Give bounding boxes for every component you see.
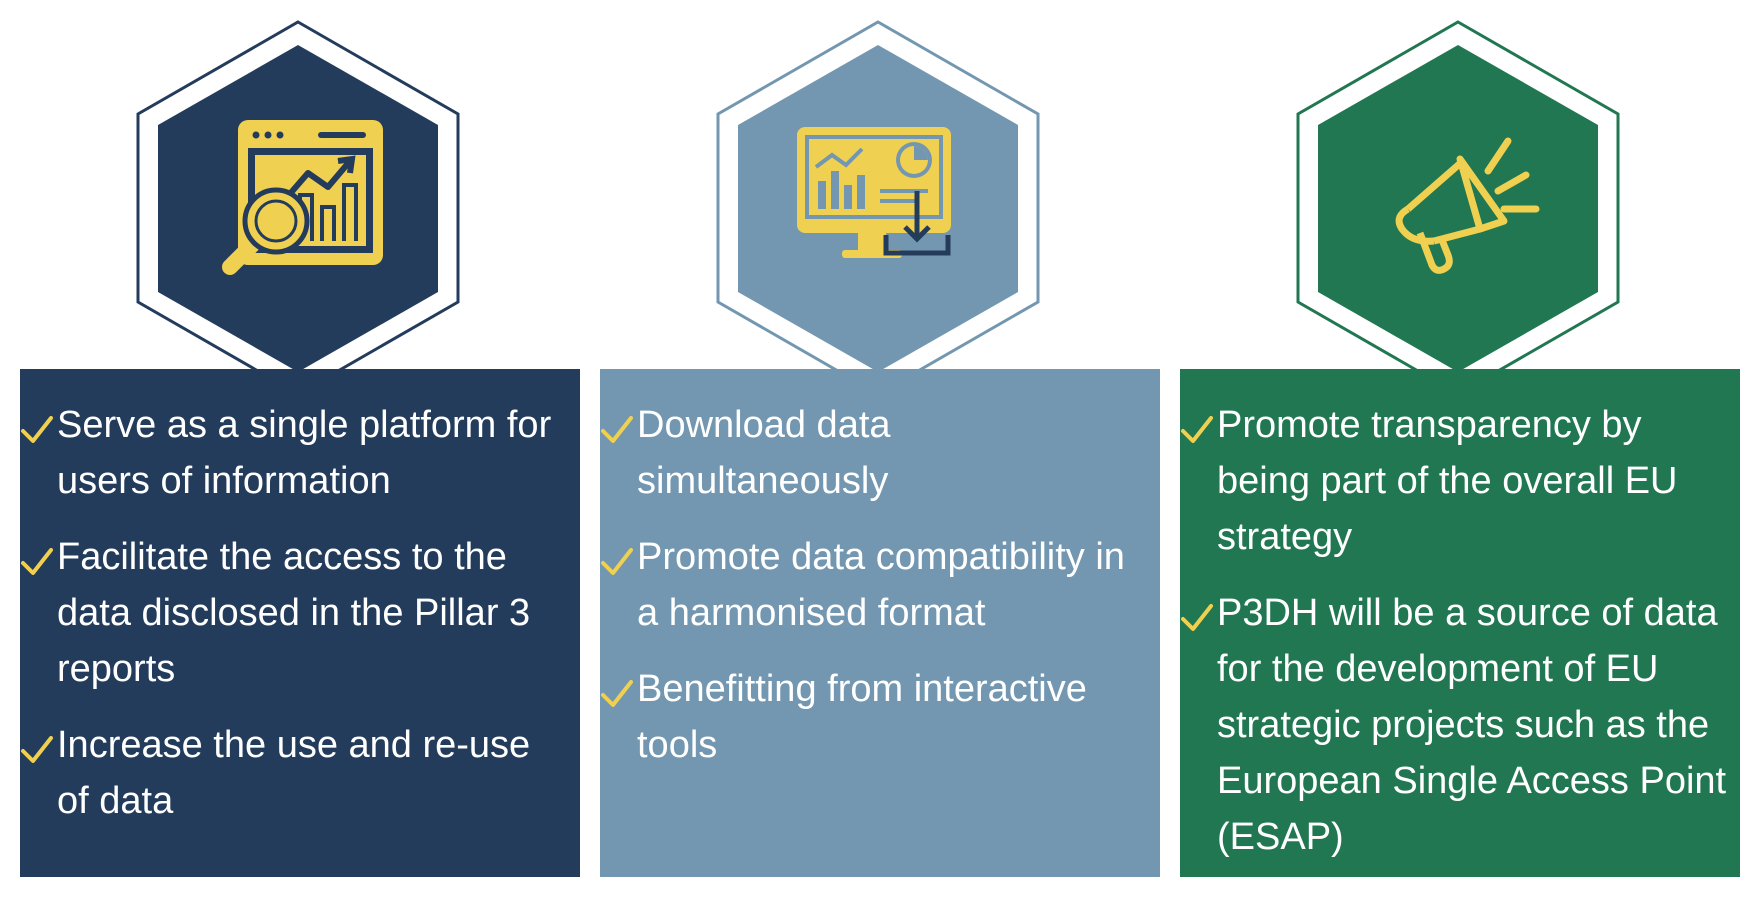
hexagon-shape: [1296, 20, 1620, 380]
list-item: Promote transparency by being part of th…: [1180, 397, 1732, 565]
checkmark-icon: [1181, 416, 1213, 443]
list-item: Benefitting from interactive tools: [600, 661, 1152, 773]
list-item-text: P3DH will be a source of data for the de…: [1217, 592, 1727, 858]
list-item-text: Increase the use and re-use of data: [57, 724, 531, 822]
benefits-list: Download data simultaneously Promote dat…: [600, 397, 1152, 773]
checkmark-icon: [21, 548, 53, 575]
column-transparency: Promote transparency by being part of th…: [1180, 0, 1740, 898]
web-analytics-magnifier-icon: [200, 105, 400, 305]
hexagon-badge: [600, 0, 1160, 380]
column-download-data: Download data simultaneously Promote dat…: [600, 0, 1160, 898]
list-item: P3DH will be a source of data for the de…: [1180, 585, 1732, 865]
column-single-platform: Serve as a single platform for users of …: [20, 0, 580, 898]
list-item-text: Benefitting from interactive tools: [637, 668, 1087, 766]
hexagon-badge: [1180, 0, 1740, 380]
monitor-download-dashboard-icon: [780, 105, 980, 305]
list-item: Facilitate the access to the data disclo…: [20, 529, 572, 697]
list-item-text: Promote data compatibility in a harmonis…: [637, 536, 1125, 634]
benefits-panel: Download data simultaneously Promote dat…: [600, 369, 1160, 877]
benefits-panel: Serve as a single platform for users of …: [20, 369, 580, 877]
checkmark-icon: [601, 416, 633, 443]
benefits-list: Promote transparency by being part of th…: [1180, 397, 1732, 865]
checkmark-icon: [601, 548, 633, 575]
benefits-panel: Promote transparency by being part of th…: [1180, 369, 1740, 877]
checkmark-icon: [601, 680, 633, 707]
list-item-text: Facilitate the access to the data disclo…: [57, 536, 531, 690]
list-item-text: Download data simultaneously: [637, 404, 891, 502]
megaphone-icon: [1360, 105, 1560, 305]
list-item-text: Serve as a single platform for users of …: [57, 404, 552, 502]
checkmark-icon: [21, 736, 53, 763]
benefits-list: Serve as a single platform for users of …: [20, 397, 572, 829]
list-item: Increase the use and re-use of data: [20, 717, 572, 829]
hexagon-badge: [20, 0, 580, 380]
list-item: Promote data compatibility in a harmonis…: [600, 529, 1152, 641]
list-item-text: Promote transparency by being part of th…: [1217, 404, 1678, 558]
list-item: Download data simultaneously: [600, 397, 1152, 509]
list-item: Serve as a single platform for users of …: [20, 397, 572, 509]
checkmark-icon: [21, 416, 53, 443]
checkmark-icon: [1181, 604, 1213, 631]
